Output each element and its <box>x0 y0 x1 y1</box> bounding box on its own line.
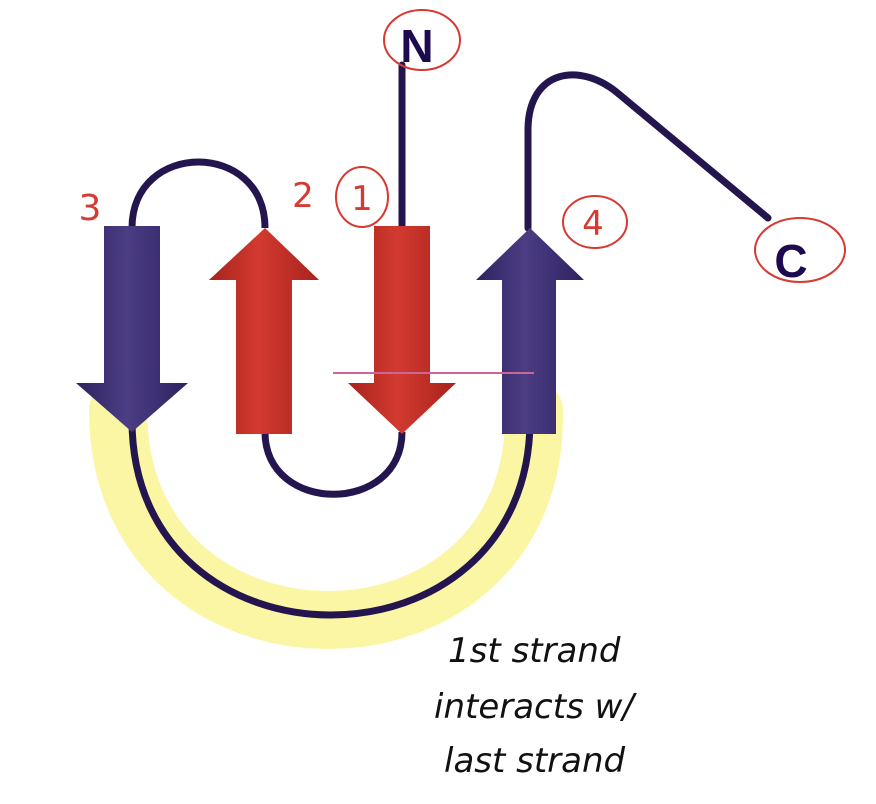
loop-strand3-to-strand4 <box>128 419 534 619</box>
circle-around-n <box>383 9 461 71</box>
strand-1-arrow <box>348 226 456 434</box>
n-terminus-label: N <box>400 20 433 72</box>
annotation-line-3: last strand <box>444 741 626 781</box>
loop-strand3-to-strand2 <box>128 158 269 229</box>
strand-number-2: 2 <box>292 176 314 216</box>
strand-4-arrow <box>476 228 584 434</box>
strand-2-arrow <box>209 228 319 434</box>
strand-number-3: 3 <box>79 188 102 229</box>
circle-around-1 <box>335 166 389 228</box>
annotation-line-2: interacts w/ <box>434 687 637 727</box>
annotation-line-1: 1st strand <box>448 631 621 671</box>
strand-number-1: 1 <box>351 179 373 219</box>
loop-strand1-to-strand2 <box>261 431 406 498</box>
highlight-stroke <box>89 381 564 649</box>
strand-3-arrow <box>76 226 188 432</box>
circle-around-c <box>754 217 846 283</box>
circle-around-4 <box>562 195 628 249</box>
c-terminal-tail <box>524 71 772 232</box>
strand-number-4: 4 <box>582 204 604 244</box>
